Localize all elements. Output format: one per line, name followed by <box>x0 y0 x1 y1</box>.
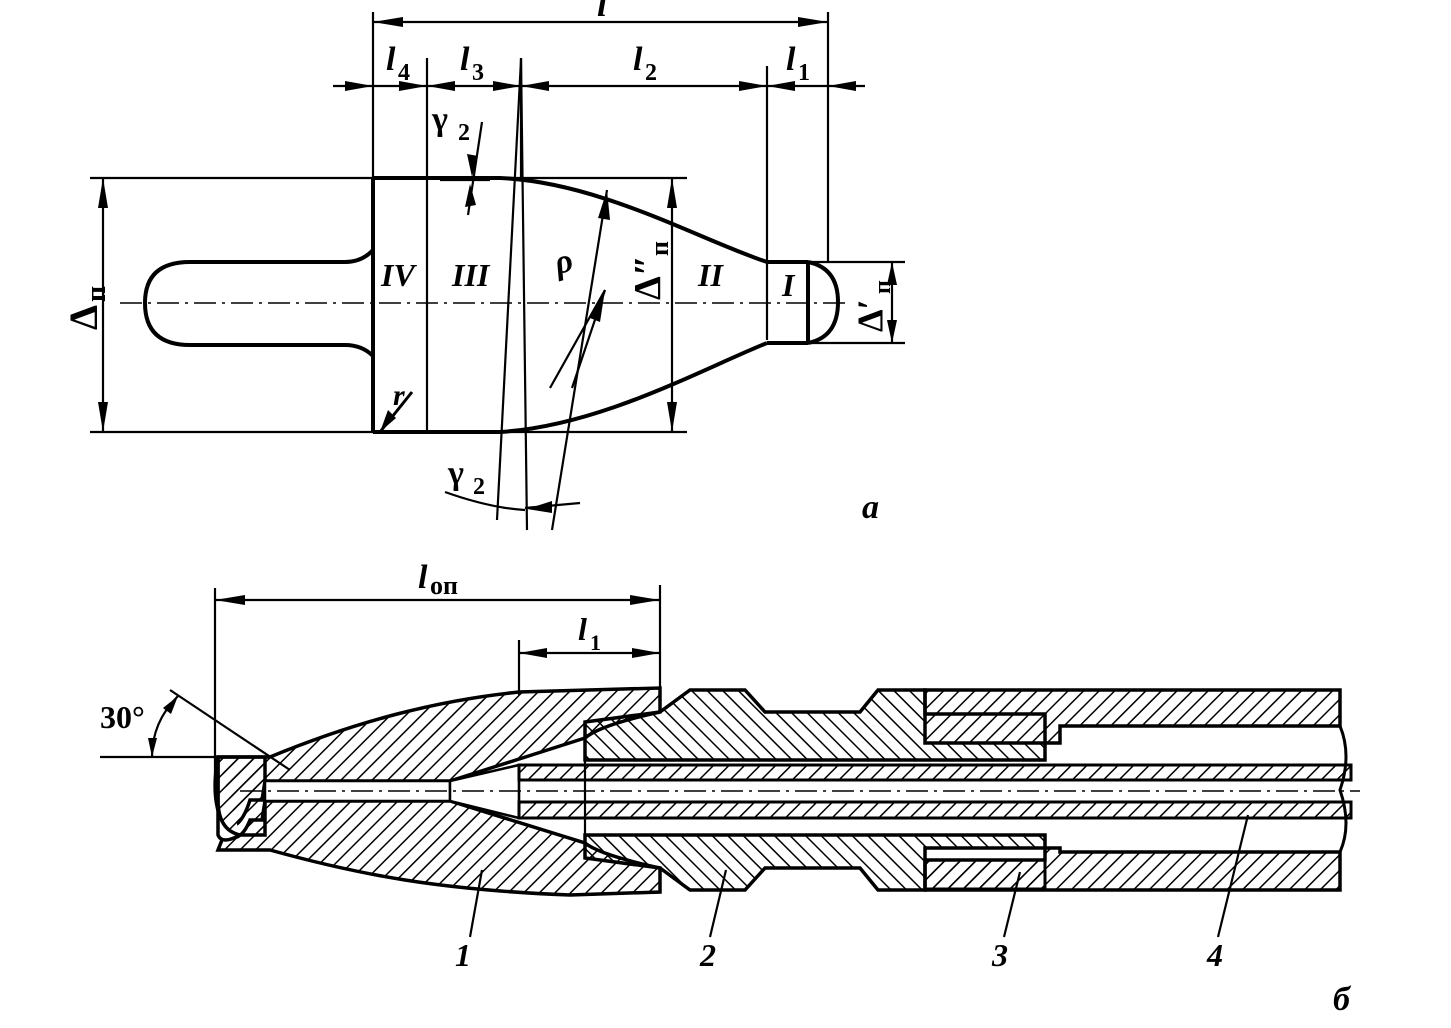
svg-text:l: l <box>418 559 428 596</box>
label-l2: l 2 <box>633 41 657 86</box>
svg-text:2: 2 <box>458 120 470 146</box>
dimension-delta-prime: Δ′ п <box>850 262 897 343</box>
svg-text:4: 4 <box>398 60 410 86</box>
diagram-a: l l 4 l 3 l 2 l <box>61 0 905 531</box>
part-2-union <box>583 688 1047 892</box>
extension-lines-a <box>371 12 830 432</box>
svg-text:п: п <box>645 241 674 256</box>
label-l: l <box>597 0 607 24</box>
dimension-l1-b: l 1 <box>517 611 660 695</box>
part-label-3: 3 <box>991 937 1008 973</box>
dimension-l-total: l <box>373 0 828 27</box>
svg-text:1: 1 <box>798 60 810 86</box>
svg-text:Δ″: Δ″ <box>627 255 669 300</box>
label-30-degrees: 30° <box>100 699 145 735</box>
caption-a: а <box>862 489 879 526</box>
zone-i: I <box>781 267 796 303</box>
gamma-upper: γ 2 <box>431 101 490 216</box>
svg-text:γ: γ <box>431 101 448 138</box>
label-l4: l 4 <box>386 41 410 86</box>
gamma-lower: γ 2 <box>444 455 581 513</box>
part-4-inner-tube <box>517 763 1353 820</box>
zone-iii: III <box>451 257 491 293</box>
part-leaders: 1 2 3 4 <box>455 814 1250 973</box>
svg-text:Δ: Δ <box>61 305 106 330</box>
svg-text:γ: γ <box>447 455 464 492</box>
zone-ii: II <box>697 257 724 293</box>
svg-text:l: l <box>786 41 796 78</box>
zone-labels: IV III II I <box>380 257 796 303</box>
label-rho: ρ <box>549 242 576 283</box>
part-1-nozzle-tip <box>213 686 662 897</box>
diagram-b: l оп l 1 30° <box>100 559 1360 1018</box>
dimension-delta-p: Δ п <box>61 178 112 432</box>
dimension-subsections: l 4 l 3 l 2 l 1 <box>333 41 865 91</box>
svg-text:l: l <box>633 41 643 78</box>
svg-text:п: п <box>870 280 896 294</box>
svg-text:1: 1 <box>590 630 601 655</box>
caption-b: б <box>1333 981 1352 1018</box>
part-label-4: 4 <box>1206 937 1223 973</box>
svg-text:Δ′: Δ′ <box>850 299 890 332</box>
nozzle-profile-a: r <box>120 176 850 434</box>
part-label-1: 1 <box>455 937 471 973</box>
label-l1: l 1 <box>786 41 810 86</box>
svg-text:2: 2 <box>473 474 485 500</box>
svg-text:п: п <box>81 286 112 302</box>
dimension-lop: l оп <box>213 559 662 780</box>
svg-text:l: l <box>386 41 396 78</box>
svg-text:l: l <box>578 611 587 647</box>
svg-text:оп: оп <box>430 571 458 600</box>
svg-text:2: 2 <box>645 60 657 86</box>
zone-iv: IV <box>380 257 417 293</box>
label-r: r <box>393 379 405 412</box>
label-l3: l 3 <box>460 41 484 86</box>
rho-construction: ρ <box>495 57 610 531</box>
svg-text:l: l <box>460 41 470 78</box>
dimension-delta-double-prime: Δ″ п <box>627 178 677 432</box>
svg-text:3: 3 <box>472 60 484 86</box>
part-label-2: 2 <box>699 937 716 973</box>
delta-extension-lines <box>90 176 905 434</box>
